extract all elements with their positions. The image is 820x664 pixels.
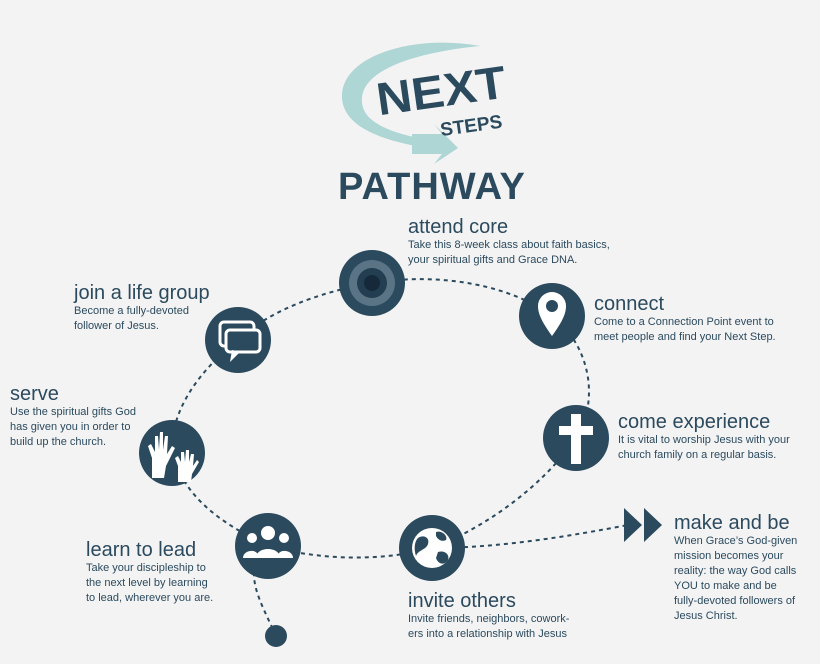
fast-forward-icon <box>624 508 662 542</box>
step-serve: serve Use the spiritual gifts God has gi… <box>10 383 136 450</box>
map-pin-icon <box>519 283 585 349</box>
logo-swoosh <box>341 42 480 148</box>
step-title: connect <box>594 293 665 315</box>
step-title: join a life group <box>74 282 210 304</box>
start-dot <box>265 625 287 647</box>
logo-arrow-icon <box>412 124 458 164</box>
step-title: come experience <box>618 411 771 433</box>
target-icon <box>339 250 405 316</box>
pathway-title: PATHWAY <box>338 166 526 208</box>
step-come-experience: come experience It is vital to worship J… <box>618 411 790 463</box>
step-description: Become a fully-devoted follower of Jesus… <box>74 305 189 332</box>
next-steps-logo: NEXT STEPS <box>341 42 509 164</box>
step-description: Take this 8-week class about faith basic… <box>408 239 610 266</box>
step-title: serve <box>10 383 59 405</box>
step-invite-others: invite others Invite friends, neighbors,… <box>408 590 569 642</box>
step-make-and-be: make and be When Grace’s God-given missi… <box>674 512 797 624</box>
step-title: learn to lead <box>86 539 197 561</box>
step-connect: connect Come to a Connection Point event… <box>594 293 776 345</box>
step-description: It is vital to worship Jesus with your c… <box>618 434 790 461</box>
group-icon <box>235 513 301 579</box>
step-title: make and be <box>674 512 790 534</box>
path-segment-serve-group <box>170 339 239 454</box>
step-title: invite others <box>408 590 516 612</box>
step-description: Invite friends, neighbors, cowork- ers i… <box>408 613 570 640</box>
globe-icon <box>399 515 465 581</box>
cross-icon <box>543 405 609 471</box>
chat-bubbles-icon <box>205 307 271 373</box>
step-join-life-group: join a life group Become a fully-devoted… <box>74 282 210 334</box>
raised-hands-icon <box>139 420 205 486</box>
step-description: When Grace’s God-given mission becomes y… <box>674 535 798 622</box>
step-learn-to-lead: learn to lead Take your discipleship to … <box>86 539 213 606</box>
step-description: Use the spiritual gifts God has given yo… <box>10 406 136 448</box>
step-description: Take your discipleship to the next level… <box>86 562 214 604</box>
step-title: attend core <box>408 216 509 238</box>
step-description: Come to a Connection Point event to meet… <box>594 316 776 343</box>
path-segment-experience-invite <box>431 437 577 549</box>
step-attend-core: attend core Take this 8-week class about… <box>408 216 610 268</box>
